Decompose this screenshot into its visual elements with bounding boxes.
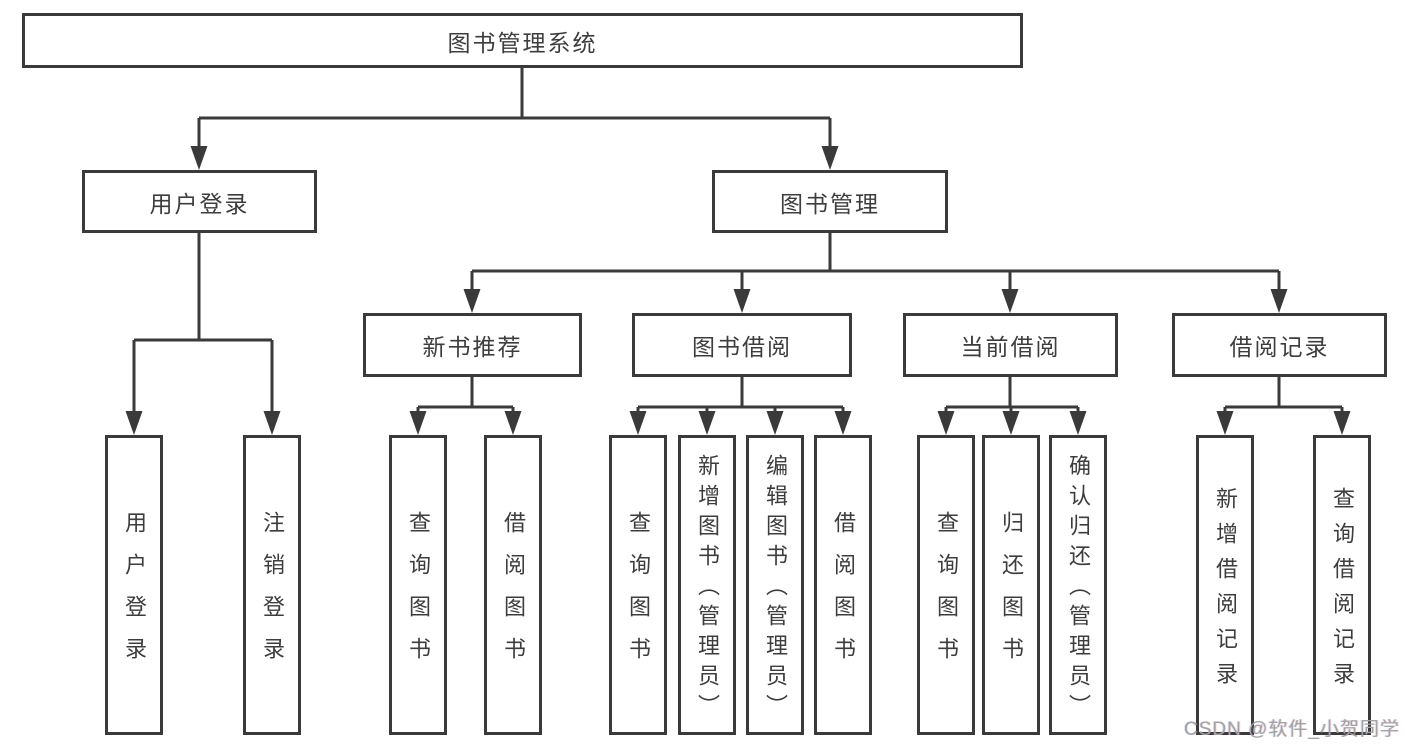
leaf-label: 用户登录	[122, 511, 147, 679]
leaf-label: 新增借阅记录	[1213, 486, 1238, 697]
leaf-user-login: 用户登录	[105, 435, 163, 735]
node-label: 当前借阅	[960, 334, 1061, 360]
leaf-label: 借阅图书	[831, 511, 856, 679]
leaf-label: 注销登录	[260, 511, 285, 679]
node-book-management: 图书管理	[712, 170, 948, 233]
node-root-library-system: 图书管理系统	[22, 13, 1023, 68]
leaf-query-borrow-record: 查询借阅记录	[1313, 435, 1371, 735]
leaf-label: 编辑图书（管理员）	[763, 454, 788, 724]
leaf-label: 查询图书	[934, 511, 959, 679]
leaf-query-books: 查询图书	[917, 435, 975, 735]
watermark: CSDN @软件_小贺同学	[1184, 719, 1400, 740]
leaf-label: 确认归还（管理员）	[1066, 454, 1091, 724]
leaf-query-books: 查询图书	[609, 435, 667, 735]
node-label: 用户登录	[149, 190, 250, 217]
leaf-label: 查询图书	[626, 511, 651, 679]
leaf-add-books-admin: 新增图书（管理员）	[678, 435, 736, 735]
node-label: 新书推荐	[422, 334, 523, 360]
node-label: 图书管理系统	[447, 29, 598, 56]
leaf-add-borrow-record: 新增借阅记录	[1196, 435, 1254, 735]
leaf-borrow-books: 借阅图书	[484, 435, 542, 735]
leaf-edit-books-admin: 编辑图书（管理员）	[746, 435, 804, 735]
node-new-book-recommend: 新书推荐	[363, 313, 582, 377]
node-borrow-records: 借阅记录	[1172, 313, 1387, 377]
leaf-label: 查询图书	[406, 511, 431, 679]
node-label: 借阅记录	[1229, 334, 1330, 360]
leaf-label: 归还图书	[999, 511, 1024, 679]
node-current-borrow: 当前借阅	[903, 313, 1118, 377]
leaf-label: 查询借阅记录	[1330, 486, 1355, 697]
leaf-query-books: 查询图书	[389, 435, 447, 735]
leaf-logout: 注销登录	[243, 435, 301, 735]
leaf-label: 新增图书（管理员）	[695, 454, 720, 724]
leaf-borrow-books: 借阅图书	[814, 435, 872, 735]
node-user-login: 用户登录	[82, 170, 317, 233]
node-label: 图书管理	[780, 190, 880, 217]
leaf-confirm-return-admin: 确认归还（管理员）	[1049, 435, 1107, 735]
leaf-label: 借阅图书	[501, 511, 526, 679]
leaf-return-books: 归还图书	[982, 435, 1040, 735]
node-book-borrow: 图书借阅	[632, 313, 852, 377]
node-label: 图书借阅	[692, 334, 792, 360]
